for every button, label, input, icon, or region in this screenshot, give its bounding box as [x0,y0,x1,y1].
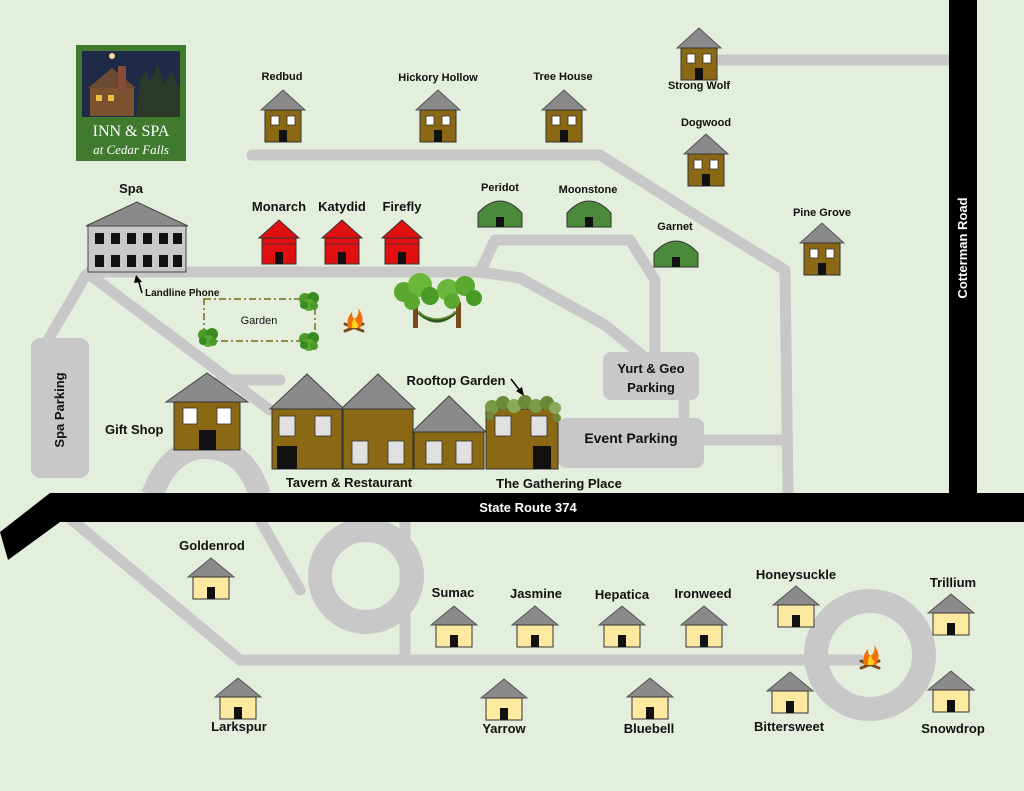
tavern-restaurant [268,373,488,470]
cabin-strong-wolf-label: Strong Wolf [668,80,730,92]
cabin-pine-grove-label: Pine Grove [793,207,851,219]
yurt-katydid-label: Katydid [318,199,366,214]
cottage-honeysuckle-label: Honeysuckle [756,567,836,582]
gift-shop [164,372,250,451]
rooftop-garden-foliage [485,395,561,422]
logo-subtitle: at Cedar Falls [93,142,169,157]
cottage-loop-circle [308,518,424,634]
cottage-bluebell-label: Bluebell [624,721,675,736]
spa-label: Spa [119,181,144,196]
cottage-yarrow-label: Yarrow [482,721,526,736]
spa-building [85,201,189,273]
spa-parking [31,338,89,478]
east-loop-circle [804,589,936,721]
event-parking [558,418,704,468]
cottage-ironweed-label: Ironweed [674,586,731,601]
shrub-icon [299,292,319,311]
state-route-label: State Route 374 [479,500,577,515]
state-route-374 [0,493,1024,560]
cottage-snowdrop-label: Snowdrop [921,721,985,736]
gathering-place-label: The Gathering Place [496,476,622,491]
yurt-monarch-label: Monarch [252,199,306,214]
arrow-icon [516,387,524,396]
cabin-hickory-hollow-label: Hickory Hollow [398,72,478,84]
dome-peridot-label: Peridot [481,182,519,194]
cabin-tree-house-label: Tree House [533,71,592,83]
yurt-geo-parking [603,352,699,400]
dome-garnet-label: Garnet [657,221,693,233]
hammock-trees-icon [394,273,482,328]
yurt-parking-label-1: Yurt & Geo [617,361,684,376]
logo-title: INN & SPA [93,123,170,140]
shrub-icon [299,332,319,351]
cotterman-road [949,0,977,494]
yurt-firefly-label: Firefly [382,199,422,214]
cotterman-road-label: Cotterman Road [955,197,970,298]
arrow-icon [134,275,142,283]
spa-parking-label: Spa Parking [52,372,67,447]
gift-shop-label: Gift Shop [105,422,164,437]
cottage-jasmine-label: Jasmine [510,586,562,601]
event-parking-label: Event Parking [584,430,677,446]
cottage-sumac-label: Sumac [432,585,475,600]
cottage-hepatica-label: Hepatica [595,587,650,602]
cottage-goldenrod-label: Goldenrod [179,538,245,553]
cabin-redbud-label: Redbud [262,71,303,83]
logo: INN & SPA at Cedar Falls [76,45,186,161]
rooftop-garden-label: Rooftop Garden [407,373,506,388]
garden-label: Garden [241,315,278,327]
garden-plot [203,298,316,342]
gathering-place [485,395,561,470]
tavern-label: Tavern & Restaurant [286,475,413,490]
dome-moonstone-label: Moonstone [559,184,618,196]
cottage-bittersweet-label: Bittersweet [754,719,825,734]
cottage-trillium-label: Trillium [930,575,976,590]
shrub-icon [198,328,218,347]
cottage-larkspur-label: Larkspur [211,719,267,734]
cabin-dogwood-label: Dogwood [681,117,731,129]
landline-phone-label: Landline Phone [145,288,220,299]
yurt-parking-label-2: Parking [627,380,675,395]
